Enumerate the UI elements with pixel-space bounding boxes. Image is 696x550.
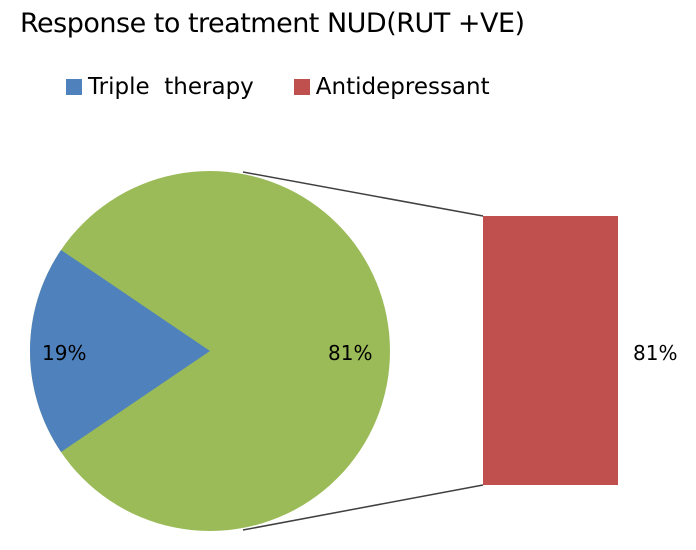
connector-line-top bbox=[242, 171, 484, 217]
legend-swatch-red bbox=[293, 79, 310, 95]
legend-label: Triple therapy bbox=[88, 74, 254, 100]
legend: Triple therapy Antidepressant bbox=[66, 74, 530, 100]
label-bar: 81% bbox=[633, 341, 677, 365]
secondary-bar bbox=[483, 216, 618, 485]
chart-title: Response to treatment NUD(RUT +VE) bbox=[20, 8, 525, 39]
pie-slice-blue bbox=[29, 250, 211, 452]
legend-swatch-blue bbox=[66, 79, 82, 95]
legend-label: Antidepressant bbox=[315, 74, 490, 100]
legend-item-antidepressant: Antidepressant bbox=[293, 74, 490, 100]
label-blue-slice: 19% bbox=[42, 341, 86, 365]
connector-line-bottom bbox=[242, 484, 484, 531]
legend-item-triple-therapy: Triple therapy bbox=[66, 74, 254, 100]
label-green-slice: 81% bbox=[328, 341, 372, 365]
